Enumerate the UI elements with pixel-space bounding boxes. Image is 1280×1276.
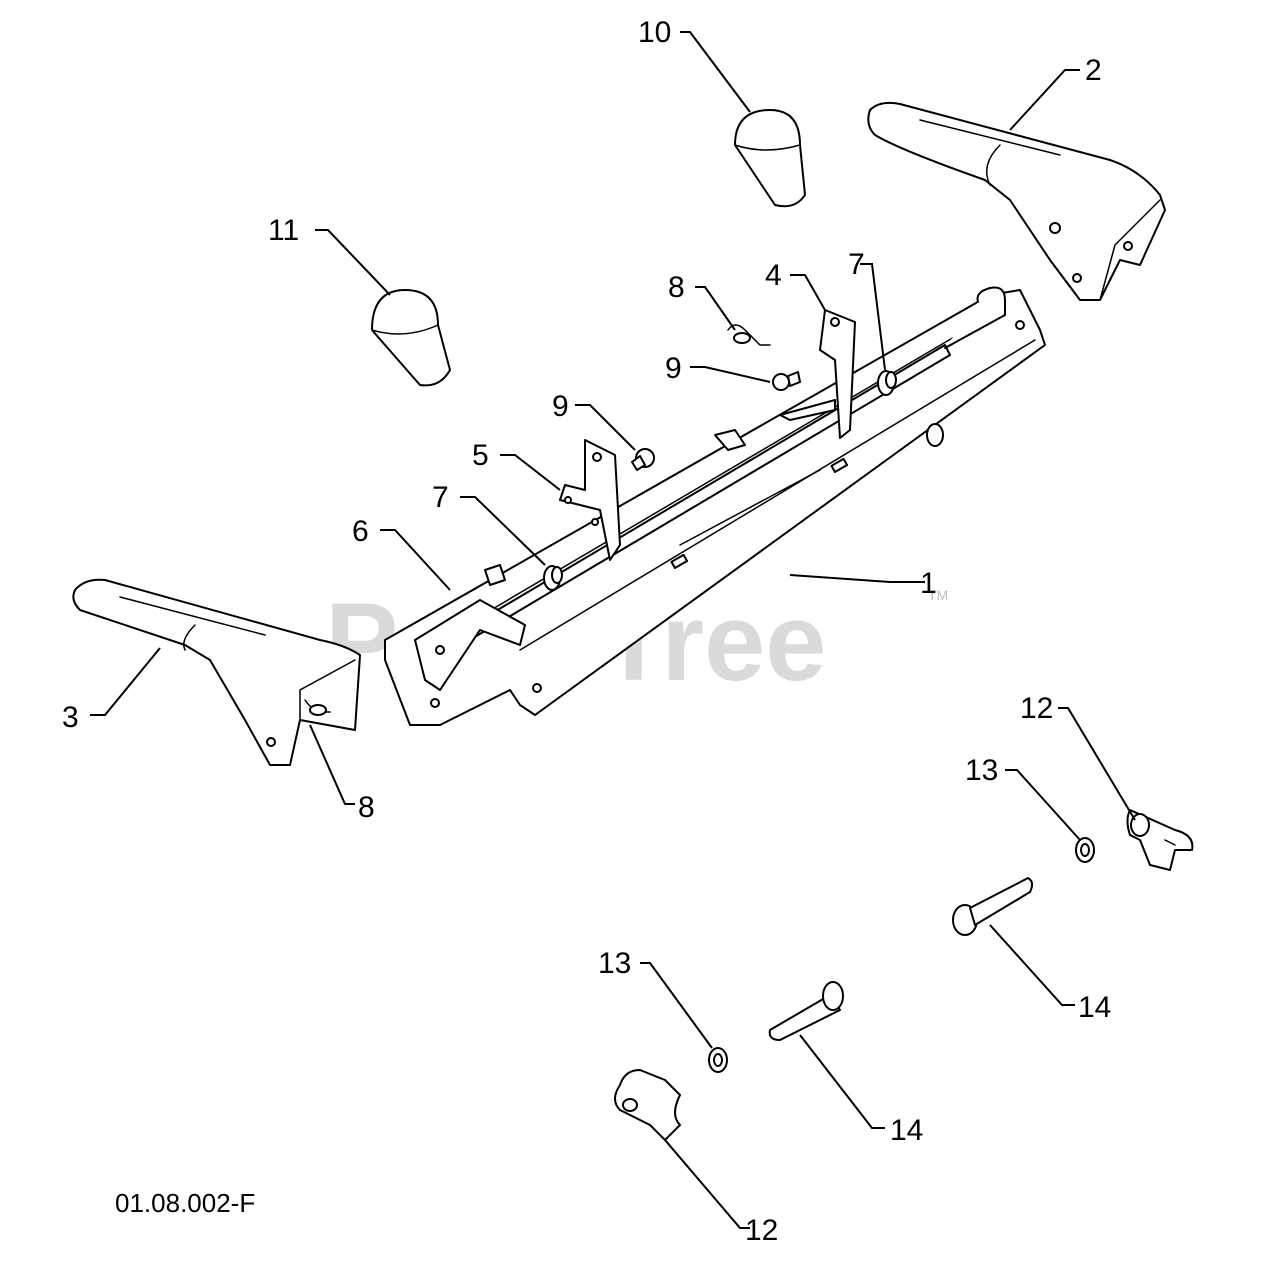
callout-7-upper: 7 <box>848 248 865 281</box>
part-star-knob-12b <box>614 1069 681 1141</box>
callout-6: 6 <box>352 515 369 548</box>
part-star-knob-12a <box>1126 809 1194 871</box>
part-lever-3 <box>72 578 361 766</box>
callout-12-upper: 12 <box>1020 692 1053 725</box>
part-spacer-7a <box>543 565 563 591</box>
part-nut-13a <box>1075 837 1095 863</box>
leader-lines <box>90 31 1136 1229</box>
part-bolt-14a <box>952 877 1034 936</box>
part-spacer-7b <box>877 370 897 396</box>
callout-13-lower: 13 <box>598 947 631 980</box>
callout-9-lower: 9 <box>552 390 569 423</box>
part-bolt-14b <box>768 981 844 1041</box>
figure-code: 01.08.002-F <box>115 1188 255 1218</box>
callout-5: 5 <box>472 439 489 472</box>
part-tab-upper <box>714 429 746 451</box>
callout-2: 2 <box>1085 54 1102 87</box>
callout-3: 3 <box>62 701 79 734</box>
callout-12-lower: 12 <box>745 1214 778 1247</box>
part-tab-lower <box>484 564 506 586</box>
callouts: 1 2 3 4 5 6 7 7 8 8 9 9 10 11 12 12 13 1… <box>62 16 1111 1247</box>
callout-8-upper: 8 <box>668 271 685 304</box>
callout-14-lower: 14 <box>890 1114 923 1147</box>
callout-1: 1 <box>920 567 937 600</box>
part-bracket-4 <box>779 309 856 439</box>
callout-13-upper: 13 <box>965 754 998 787</box>
part-knob-11 <box>371 289 451 387</box>
callout-11: 11 <box>268 214 299 247</box>
part-lever-2 <box>867 101 1166 301</box>
part-knob-10 <box>734 109 806 208</box>
part-bracket-6 <box>414 599 526 691</box>
part-bolt-9a <box>772 371 801 391</box>
part-nut-13b <box>708 1047 728 1073</box>
part-bolt-9b <box>631 448 655 471</box>
part-frame <box>384 289 1046 726</box>
part-bracket-5 <box>559 439 621 561</box>
callout-4: 4 <box>765 259 782 292</box>
part-clip-8a <box>727 324 771 346</box>
callout-7-lower: 7 <box>432 481 449 514</box>
callout-10: 10 <box>638 16 671 49</box>
callout-14-upper: 14 <box>1078 991 1111 1024</box>
watermark-trademark: TM <box>928 587 948 603</box>
callout-9-upper: 9 <box>665 352 682 385</box>
callout-8-lower: 8 <box>358 791 375 824</box>
